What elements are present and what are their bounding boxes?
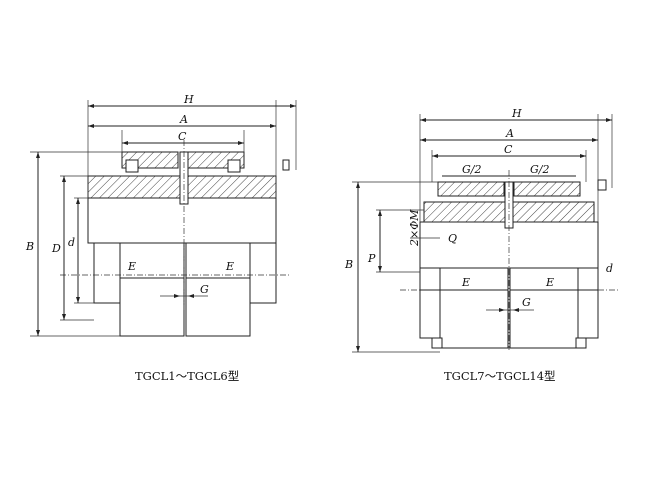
right-dim-G-half-right: G/2 bbox=[530, 163, 550, 176]
left-pin bbox=[282, 159, 290, 171]
right-caption: TGCL7～TGCL14型 bbox=[444, 369, 556, 383]
left-dim-d: d bbox=[68, 236, 75, 249]
right-hub-left bbox=[439, 267, 509, 349]
right-end-bolt-left bbox=[431, 337, 443, 349]
right-flange-left bbox=[437, 181, 505, 197]
right-dim-M: 2×ΦM bbox=[408, 209, 421, 247]
right-hub-right bbox=[509, 267, 579, 349]
right-coupling-figure: H A C G/2 G/2 B P 2×ΦM Q d E E G TGCL7～T… bbox=[344, 107, 620, 383]
left-dim-D: D bbox=[51, 242, 61, 255]
left-dim-B: B bbox=[25, 240, 34, 253]
left-seal-right bbox=[227, 159, 241, 173]
right-dim-G-half-left: G/2 bbox=[462, 163, 482, 176]
right-dim-Q: Q bbox=[448, 232, 457, 245]
right-flange-right bbox=[513, 181, 581, 197]
right-pin bbox=[597, 179, 607, 191]
left-sleeve bbox=[87, 197, 277, 244]
right-dim-E-left: E bbox=[461, 276, 470, 289]
right-dim-H: H bbox=[511, 107, 522, 120]
left-dim-C: C bbox=[178, 130, 187, 143]
right-dim-P: P bbox=[367, 252, 376, 265]
left-dim-E-left: E bbox=[127, 260, 136, 273]
left-dim-A: A bbox=[179, 113, 188, 126]
right-dim-G: G bbox=[522, 296, 531, 309]
left-coupling-figure: H A C B D d E E G TGCL1～TGCL6型 bbox=[25, 93, 297, 383]
right-dim-A: A bbox=[505, 127, 514, 140]
left-seal-left bbox=[125, 159, 139, 173]
left-caption: TGCL1～TGCL6型 bbox=[135, 369, 239, 383]
left-dim-E-right: E bbox=[225, 260, 234, 273]
left-hub-left bbox=[119, 242, 185, 337]
right-dim-C: C bbox=[504, 143, 513, 156]
right-dim-B: B bbox=[344, 258, 353, 271]
right-dim-E-right: E bbox=[545, 276, 554, 289]
left-dim-G: G bbox=[200, 283, 209, 296]
left-hub-right bbox=[185, 242, 251, 337]
left-dim-H: H bbox=[183, 93, 194, 106]
right-end-bolt-right bbox=[575, 337, 587, 349]
right-dim-d: d bbox=[606, 262, 613, 275]
